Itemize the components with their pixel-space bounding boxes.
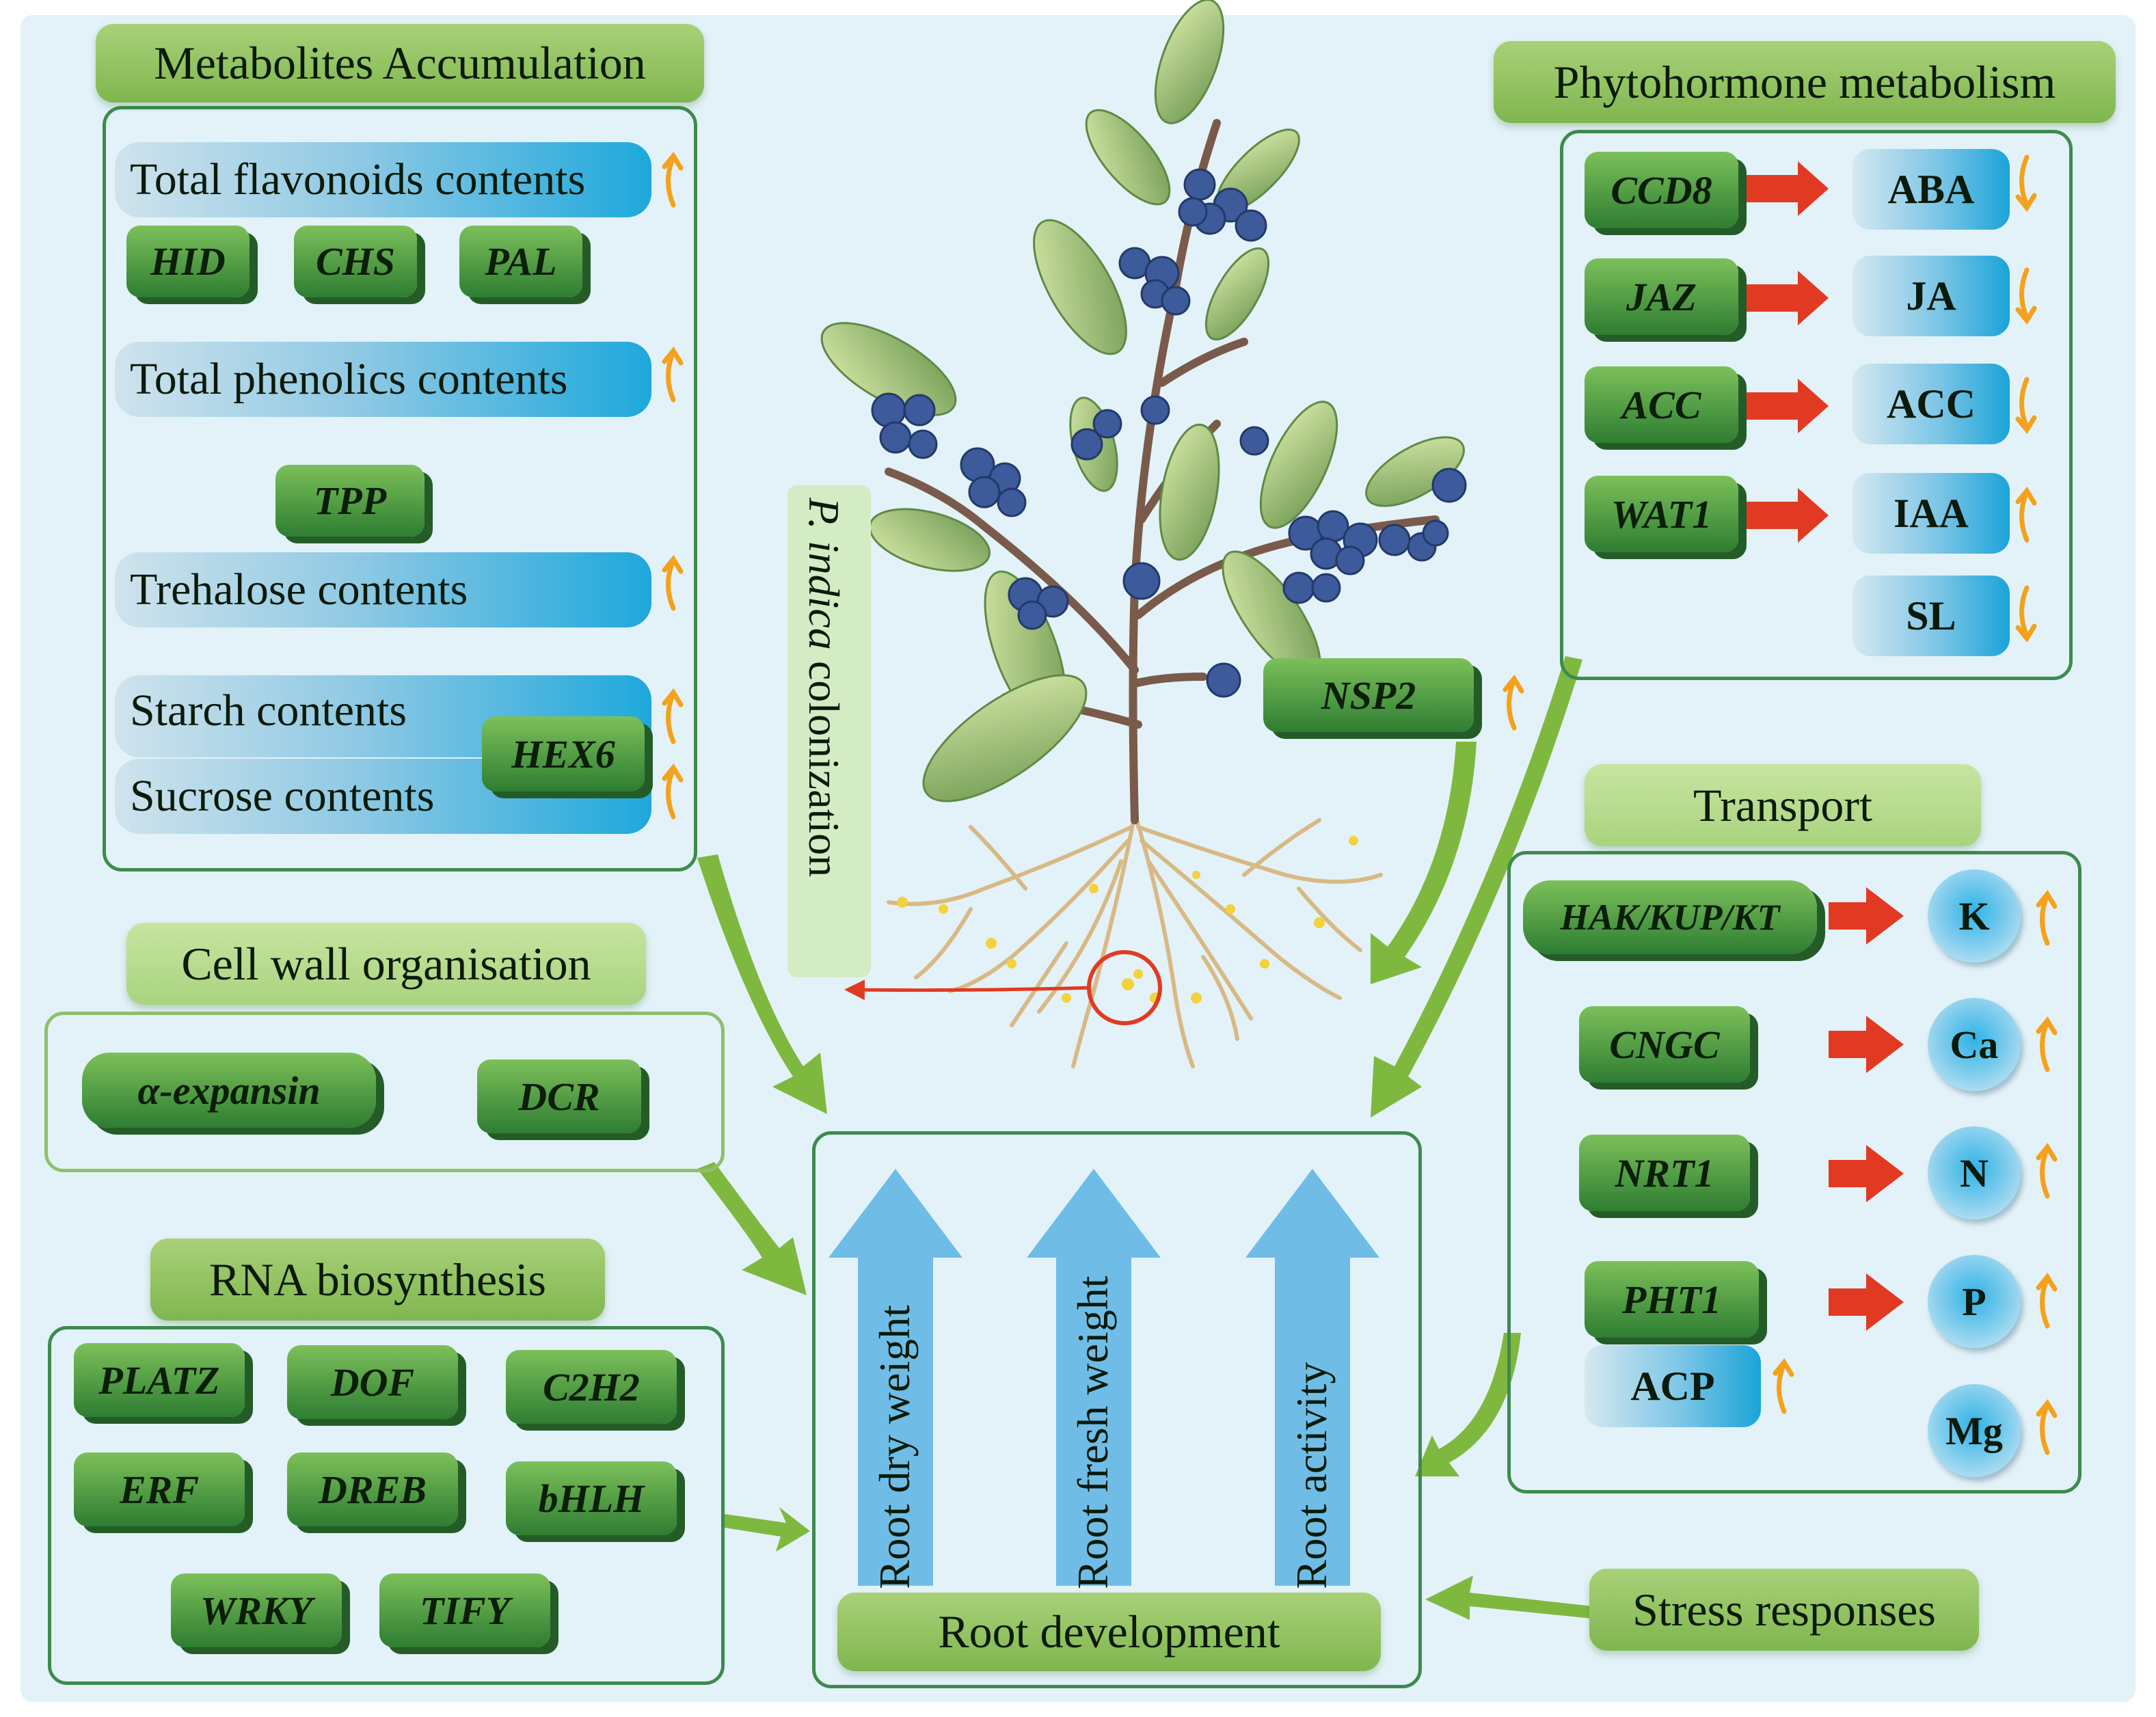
trend-up-trehalose bbox=[662, 554, 684, 611]
arrow-transport-to-root bbox=[1415, 1333, 1521, 1476]
arrow-rna-to-root bbox=[725, 1507, 810, 1552]
trend-up-flavonoids bbox=[662, 151, 684, 208]
flow-arrows bbox=[697, 656, 1593, 1620]
metric-arrow-activity bbox=[1245, 1169, 1379, 1586]
trend-up-mg bbox=[2036, 1398, 2058, 1455]
gene-ccd8: CCD8 bbox=[1585, 152, 1738, 228]
root-panel bbox=[812, 1131, 1422, 1688]
gene-pht1: PHT1 bbox=[1585, 1261, 1759, 1338]
gene-chs: CHS bbox=[294, 226, 417, 297]
trend-up-nsp2 bbox=[1503, 674, 1524, 731]
hormone-acc: ACC bbox=[1852, 364, 2010, 444]
transport-title: Transport bbox=[1585, 764, 1981, 846]
rna-panel bbox=[48, 1326, 725, 1685]
trend-up-starch bbox=[662, 688, 684, 744]
gene-wrky: WRKY bbox=[171, 1573, 342, 1647]
gene-nrt1: NRT1 bbox=[1579, 1135, 1750, 1211]
colonization-label-box bbox=[787, 485, 871, 977]
phytohormone-panel bbox=[1560, 130, 2073, 680]
gene-tpp: TPP bbox=[275, 465, 425, 537]
metric-label-dry: Root dry weight bbox=[870, 1305, 919, 1589]
ion-n: N bbox=[1928, 1126, 2021, 1219]
gene-hak-kup-kt: HAK/KUP/KT bbox=[1523, 880, 1817, 954]
gene-dof: DOF bbox=[287, 1345, 458, 1419]
trend-down-ja bbox=[2015, 267, 2037, 325]
colonization-pointer-arrow bbox=[844, 979, 1091, 1001]
gene-dreb: DREB bbox=[287, 1452, 458, 1526]
metric-label-activity: Root activity bbox=[1287, 1362, 1336, 1589]
flavonoids-bar: Total flavonoids contents bbox=[115, 142, 651, 217]
trend-arrows bbox=[662, 151, 2058, 1455]
arrow-nsp2-to-root bbox=[1371, 742, 1477, 984]
arrow-cellwall-to-root bbox=[697, 1162, 807, 1295]
trend-down-aba bbox=[2015, 154, 2037, 213]
trend-up-iaa bbox=[2015, 486, 2037, 543]
gene-hex6: HEX6 bbox=[482, 716, 645, 792]
gene-platz: PLATZ bbox=[74, 1343, 245, 1417]
arrow-stress-to-root bbox=[1425, 1576, 1593, 1620]
rna-title: RNA biosynthesis bbox=[150, 1239, 605, 1321]
metabolites-panel bbox=[103, 106, 697, 871]
gene-acc: ACC bbox=[1585, 366, 1738, 443]
colonization-species: P. indica bbox=[800, 498, 848, 650]
gene-tify: TIFY bbox=[379, 1573, 550, 1647]
metric-arrow-dry bbox=[828, 1169, 962, 1586]
hormone-iaa: IAA bbox=[1852, 473, 2010, 554]
ion-p: P bbox=[1928, 1255, 2021, 1348]
trend-up-acp bbox=[1773, 1357, 1794, 1414]
trehalose-bar: Trehalose contents bbox=[115, 552, 651, 627]
gene-hid: HID bbox=[126, 226, 250, 297]
gene-pal: PAL bbox=[459, 226, 582, 297]
cell-wall-panel bbox=[44, 1012, 725, 1172]
colonization-label: P. indica colonization bbox=[798, 498, 849, 877]
phytohormone-title: Phytohormone metabolism bbox=[1494, 41, 2116, 123]
root-development-title: Root development bbox=[837, 1593, 1381, 1671]
arrow-phyto-to-root bbox=[1371, 656, 1582, 1118]
ion-ca: Ca bbox=[1928, 998, 2021, 1091]
trend-up-sucrose bbox=[662, 763, 684, 820]
trend-up-phenolics bbox=[662, 346, 684, 403]
metric-arrow-fresh bbox=[1027, 1169, 1161, 1586]
trend-up-ca bbox=[2036, 1016, 2058, 1072]
trend-up-n bbox=[2036, 1142, 2058, 1199]
gene-erf: ERF bbox=[74, 1452, 245, 1526]
gene-nsp2: NSP2 bbox=[1263, 658, 1474, 732]
gene-jaz: JAZ bbox=[1585, 258, 1738, 335]
gene-dcr: DCR bbox=[477, 1059, 641, 1133]
acp-box: ACP bbox=[1585, 1345, 1761, 1427]
hormone-sl: SL bbox=[1852, 576, 2010, 656]
cell-wall-title: Cell wall organisation bbox=[126, 923, 646, 1005]
ion-k: K bbox=[1928, 869, 2021, 962]
gene-alpha-expansin: α-expansin bbox=[82, 1053, 376, 1128]
trend-down-sl bbox=[2015, 585, 2037, 643]
gene-wat1: WAT1 bbox=[1585, 476, 1738, 552]
hormone-ja: JA bbox=[1852, 256, 2010, 336]
transport-red-arrows bbox=[1829, 887, 1904, 1331]
root-metric-arrows bbox=[828, 1169, 1379, 1586]
roots bbox=[887, 811, 1383, 1068]
hormone-aba: ABA bbox=[1852, 149, 2010, 230]
berries bbox=[871, 168, 1467, 698]
trend-up-k bbox=[2036, 889, 2058, 946]
colonization-word: colonization bbox=[800, 660, 848, 878]
metabolites-title: Metabolites Accumulation bbox=[96, 24, 704, 103]
trend-down-acc bbox=[2015, 377, 2037, 435]
blueberry-plant-illustration bbox=[820, 0, 1467, 1068]
gene-bhlh: bHLH bbox=[506, 1461, 677, 1535]
phyto-red-arrows bbox=[1747, 161, 1829, 543]
transport-panel bbox=[1507, 851, 2081, 1493]
gene-cngc: CNGC bbox=[1579, 1006, 1750, 1083]
arrow-metabolites-to-root bbox=[697, 854, 827, 1114]
stress-responses-label: Stress responses bbox=[1589, 1569, 1979, 1651]
phenolics-bar: Total phenolics contents bbox=[115, 342, 651, 417]
ion-mg: Mg bbox=[1928, 1384, 2021, 1477]
gene-c2h2: C2H2 bbox=[506, 1350, 677, 1424]
metric-label-fresh: Root fresh weight bbox=[1068, 1275, 1117, 1589]
trend-up-p bbox=[2036, 1272, 2058, 1329]
